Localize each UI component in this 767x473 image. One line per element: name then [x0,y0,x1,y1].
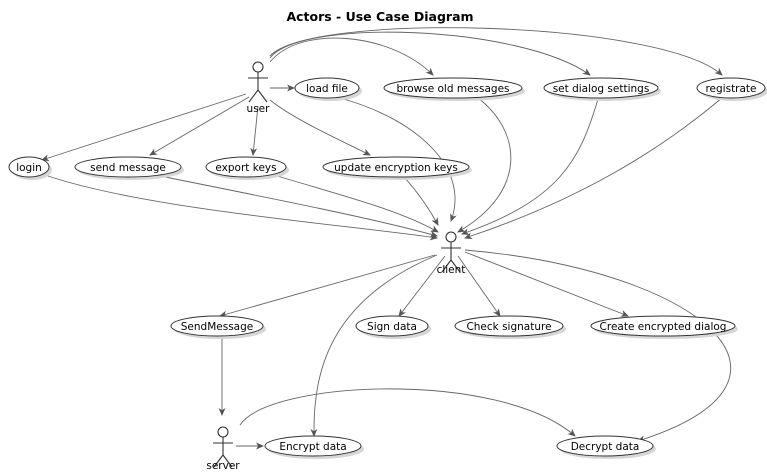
relation-user-set-dialog-settings [269,31,591,76]
use-case-load-file: load file [294,77,362,101]
use-case-update-encryption-keys: update encryption keys [322,156,472,180]
relation-user-login [41,93,247,162]
use-case-label: load file [306,83,348,95]
use-case-ellipse [170,315,264,337]
relation-client-create-encrypted-dialog [464,251,629,317]
use-case-ellipse [74,156,182,178]
use-case-set-dialog-settings: set dialog settings [543,77,661,101]
relation-user-registrate [269,27,723,76]
relations [41,27,731,450]
use-case-ellipse [205,156,287,178]
actor-client: client [437,231,466,276]
use-case-check-signature: Check signature [454,315,566,339]
relation-login-client [47,175,438,241]
use-case-ellipse [264,435,362,457]
relation-set-dialog-settings-client [461,98,599,236]
relation-send-message-client [159,175,438,238]
use-case-ellipse [556,435,654,457]
use-case-registrate: registrate [696,77,767,101]
stick-figure-icon [213,426,233,468]
use-case-export-keys: export keys [205,156,289,180]
use-case-label: send message [90,162,166,174]
use-case-label: registrate [705,83,756,95]
use-case-sign-data: Sign data [355,315,431,339]
use-case-label: Decrypt data [571,441,640,453]
stick-figure-icon [248,61,268,103]
use-case-label: Create encrypted dialog [600,321,727,333]
actor-label: user [247,103,271,115]
use-case-label: SendMessage [181,321,253,333]
stick-figure-icon [441,231,461,273]
relation-update-encryption-keys-client [404,177,439,226]
use-case-label: browse old messages [396,83,509,95]
relation-client-sign-data [398,255,446,317]
relation-export-keys-client [273,174,439,233]
use-case-label: update encryption keys [334,162,458,174]
use-case-ellipse [294,77,360,99]
relation-client-check-signature [457,255,501,317]
use-case-create-encrypted-dialog: Create encrypted dialog [590,315,738,339]
use-cases: load file browse old messages set dialog s… [8,77,767,459]
use-case-label: Check signature [466,321,551,333]
use-case-ellipse [383,77,523,99]
use-case-ellipse [355,315,429,337]
relation-client-sendmessage [219,254,436,318]
use-case-label: export keys [215,162,276,174]
use-case-label: set dialog settings [553,83,650,95]
use-case-ellipse [322,156,470,178]
relation-registrate-client [464,97,723,240]
actor-server: server [206,426,240,472]
relation-load-file-client [339,97,457,222]
relation-client-encrypt-data [310,254,438,437]
actor-label: client [437,264,466,276]
relation-user-browse-old-messages [269,37,434,76]
relation-server-decrypt-data [239,388,576,437]
relation-user-export-keys [250,105,259,156]
relation-browse-old-messages-client [457,97,512,233]
use-case-ellipse [696,77,766,99]
relation-client-decrypt-data [464,249,731,443]
use-case-decrypt-data: Decrypt data [556,435,656,459]
use-case-ellipse [8,156,50,178]
use-case-ellipse [590,315,736,337]
use-case-ellipse [543,77,659,99]
use-case-label: Sign data [367,321,417,333]
use-case-label: Encrypt data [279,441,346,453]
use-case-send-message: send message [74,156,184,180]
relation-user-send-message [149,96,250,156]
actor-label: server [206,460,240,472]
use-case-browse-old-messages: browse old messages [383,77,525,101]
relation-user-update-encryption-keys [269,99,371,156]
use-case-label: login [16,162,42,174]
use-case-login: login [8,156,52,180]
actors: user client server [206,61,466,472]
actor-user: user [247,61,271,115]
diagram-title: Actors - Use Case Diagram [286,9,473,24]
use-case-encrypt-data: Encrypt data [264,435,364,459]
use-case-sendmessage: SendMessage [170,315,266,339]
use-case-ellipse [454,315,564,337]
